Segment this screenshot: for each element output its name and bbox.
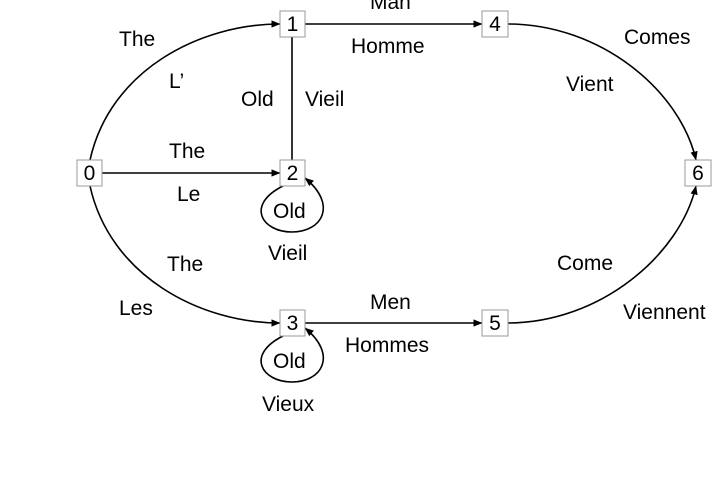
edge-0-1 (89, 20, 281, 161)
edge-label-5-6-source: Come (557, 252, 613, 275)
node-2-label: 2 (287, 162, 299, 185)
edge-2-2-loop (260, 177, 325, 233)
node-0-label: 0 (84, 162, 96, 185)
edge-label-1-4-target: Homme (351, 35, 425, 58)
edge-label-4-6-target: Vient (566, 73, 614, 96)
edge-label-3-5-target: Hommes (345, 334, 429, 357)
node-6: 6 (684, 159, 712, 187)
node-1: 1 (279, 10, 306, 38)
edge-label-0-1-source: The (119, 28, 155, 51)
node-3: 3 (279, 309, 306, 337)
node-1-label: 1 (287, 13, 299, 36)
node-4: 4 (481, 10, 509, 38)
edge-label-1-4-source: Man (370, 0, 411, 14)
edge-label-3-5-source: Men (370, 291, 411, 314)
node-5-label: 5 (489, 312, 501, 335)
edge-5-6 (507, 185, 698, 324)
edge-label-0-3-source: The (167, 253, 203, 276)
edge-label-1-2-source: Old (241, 88, 274, 111)
edge-label-3-3-target: Vieux (262, 393, 315, 416)
edge-label-0-3-target: Les (119, 297, 153, 320)
edge-label-0-1-target: L’ (169, 70, 184, 93)
node-5: 5 (481, 309, 509, 337)
edge-4-6 (507, 23, 698, 161)
edge-label-0-2-source: The (169, 140, 205, 163)
edge-label-4-6-source: Comes (624, 26, 691, 49)
node-3-label: 3 (287, 312, 299, 335)
edge-label-2-2-target: Vieil (268, 242, 307, 265)
edge-label-3-3-source: Old (273, 350, 306, 373)
node-4-label: 4 (489, 13, 501, 36)
edge-label-5-6-target: Viennent (623, 301, 706, 324)
edge-3-3-loop (260, 327, 325, 383)
node-0: 0 (76, 159, 103, 187)
edge-label-0-2-target: Le (177, 183, 200, 206)
edge-0-3 (89, 185, 281, 327)
edge-label-1-2-target: Vieil (305, 88, 344, 111)
node-6-label: 6 (692, 162, 704, 185)
edge-label-2-2-source: Old (273, 200, 306, 223)
node-2: 2 (279, 159, 306, 187)
